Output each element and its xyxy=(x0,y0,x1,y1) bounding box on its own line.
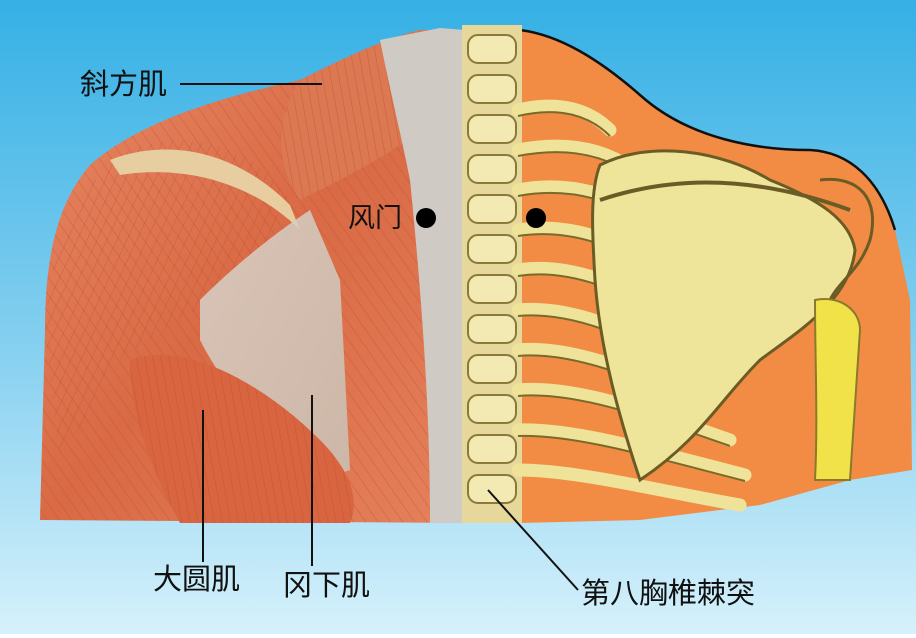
infraspinatus-label: 冈下肌 xyxy=(283,571,370,600)
fengmen-label: 风门 xyxy=(348,205,402,232)
t8-spinous-process-label: 第八胸椎棘突 xyxy=(581,579,755,608)
trapezius-label: 斜方肌 xyxy=(80,70,167,99)
fengmen-point-left xyxy=(416,208,436,228)
teres-major-label: 大圆肌 xyxy=(153,565,240,594)
fengmen-point-right xyxy=(526,208,546,228)
